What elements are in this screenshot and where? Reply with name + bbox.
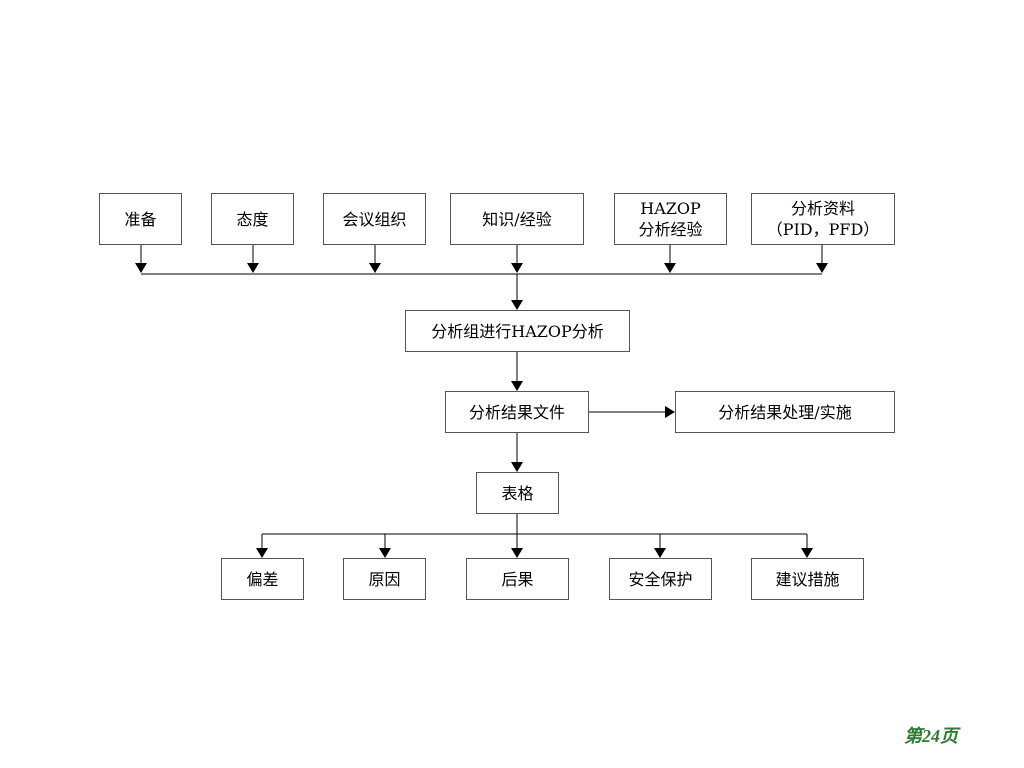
node-safeguard: 安全保护 <box>609 558 712 600</box>
node-process-label: 分析组进行HAZOP分析 <box>431 321 604 341</box>
node-consequence-label: 后果 <box>501 569 534 589</box>
node-hazop-experience: HAZOP 分析经验 <box>614 193 727 245</box>
node-attitude: 态度 <box>211 193 294 245</box>
node-table-label: 表格 <box>501 483 534 503</box>
node-recommendation: 建议措施 <box>751 558 864 600</box>
node-consequence: 后果 <box>466 558 569 600</box>
node-attitude-label: 态度 <box>236 209 269 229</box>
node-deviation: 偏差 <box>221 558 304 600</box>
page-number: 第24页 <box>904 726 958 746</box>
node-knowledge: 知识/经验 <box>450 193 584 245</box>
node-process: 分析组进行HAZOP分析 <box>405 310 630 352</box>
node-cause-label: 原因 <box>368 569 401 589</box>
node-materials-label: 分析资料 （PID，PFD） <box>766 199 880 239</box>
node-cause: 原因 <box>343 558 426 600</box>
node-result-file-label: 分析结果文件 <box>468 402 565 422</box>
node-meeting: 会议组织 <box>323 193 426 245</box>
node-hazop-experience-label: HAZOP 分析经验 <box>638 199 703 239</box>
node-result-handling-label: 分析结果处理/实施 <box>718 402 852 422</box>
node-deviation-label: 偏差 <box>246 569 279 589</box>
node-meeting-label: 会议组织 <box>342 209 407 229</box>
node-materials: 分析资料 （PID，PFD） <box>751 193 895 245</box>
node-safeguard-label: 安全保护 <box>628 569 693 589</box>
node-prep-label: 准备 <box>124 209 157 229</box>
node-prep: 准备 <box>99 193 182 245</box>
node-result-handling: 分析结果处理/实施 <box>675 391 895 433</box>
node-result-file: 分析结果文件 <box>445 391 589 433</box>
node-recommendation-label: 建议措施 <box>775 569 840 589</box>
node-knowledge-label: 知识/经验 <box>482 209 552 229</box>
node-table: 表格 <box>476 472 559 514</box>
